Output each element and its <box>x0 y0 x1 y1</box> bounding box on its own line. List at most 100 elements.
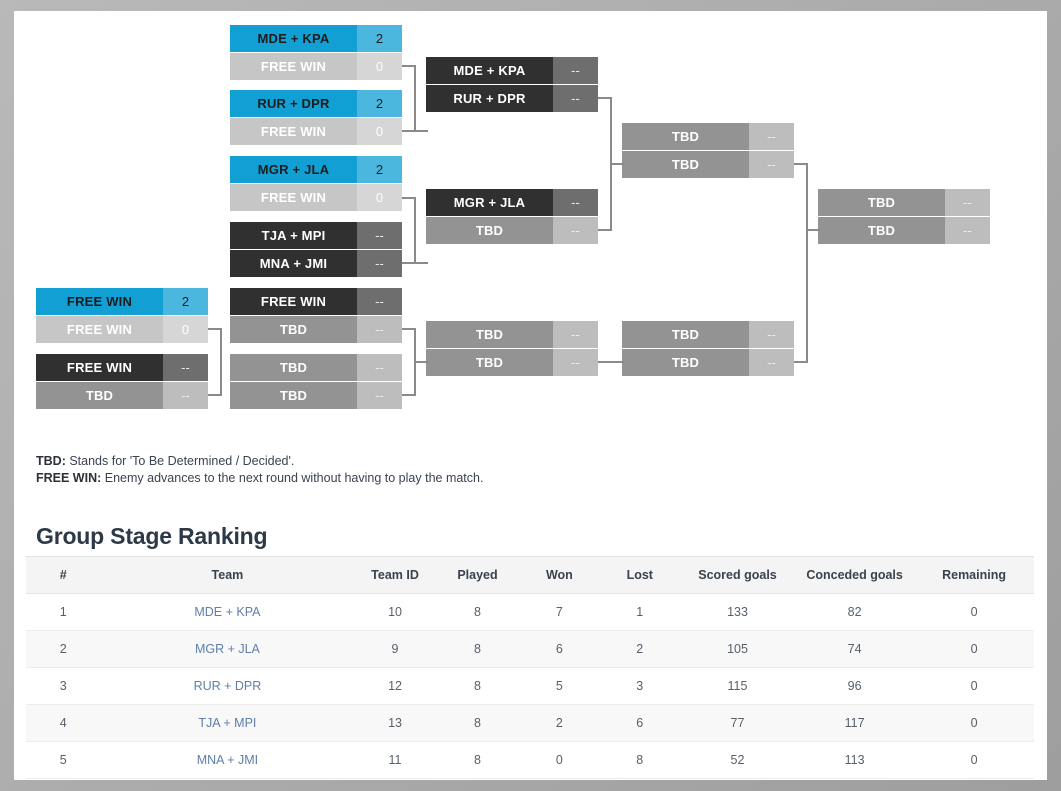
row-separator <box>230 381 402 382</box>
column-header-remaining[interactable]: Remaining <box>914 556 1034 594</box>
team-link[interactable]: TJA + MPI <box>198 716 257 730</box>
team-name: TBD <box>230 382 357 409</box>
bracket-row[interactable]: FREE WIN 0 <box>230 53 402 80</box>
bracket-row[interactable]: TBD -- <box>622 123 794 150</box>
connector <box>414 361 428 363</box>
cell-team-id: 12 <box>354 667 436 705</box>
legend-tbd-label: TBD: <box>36 454 66 468</box>
match-r2-1[interactable]: MDE + KPA -- RUR + DPR -- <box>426 57 598 112</box>
bracket-row[interactable]: FREE WIN -- <box>36 354 208 381</box>
connector <box>208 328 222 330</box>
bracket-row[interactable]: MNA + JMI -- <box>230 250 402 277</box>
match-final[interactable]: TBD -- TBD -- <box>818 189 990 244</box>
cell-played: 8 <box>435 593 520 631</box>
bracket-row[interactable]: TBD -- <box>426 321 598 348</box>
row-separator <box>36 315 208 316</box>
team-name: MNA + JMI <box>230 250 357 277</box>
connector <box>610 163 624 165</box>
team-score: -- <box>945 217 990 244</box>
bracket-row[interactable]: FREE WIN 2 <box>36 288 208 315</box>
team-link[interactable]: RUR + DPR <box>193 679 262 693</box>
cell-scored: 115 <box>679 667 796 705</box>
cell-team-id: 11 <box>354 741 436 779</box>
bracket-row[interactable]: RUR + DPR 2 <box>230 90 402 117</box>
bracket-row[interactable]: TBD -- <box>426 349 598 376</box>
cell-remaining: 0 <box>914 741 1034 779</box>
bracket-row[interactable]: FREE WIN 0 <box>36 316 208 343</box>
team-name: TBD <box>622 349 749 376</box>
match-r2-3[interactable]: FREE WIN -- TBD -- <box>230 288 402 343</box>
column-header-conceded[interactable]: Conceded goals <box>795 556 915 594</box>
cell-lost: 8 <box>599 741 680 779</box>
team-score: -- <box>357 382 402 409</box>
bracket-row[interactable]: TJA + MPI -- <box>230 222 402 249</box>
bracket-row[interactable]: TBD -- <box>818 189 990 216</box>
bracket-row[interactable]: MDE + KPA 2 <box>230 25 402 52</box>
team-score: 2 <box>357 25 402 52</box>
team-name: TBD <box>818 189 945 216</box>
bracket-legend: TBD: Stands for 'To Be Determined / Deci… <box>36 453 936 487</box>
bracket-row[interactable]: FREE WIN -- <box>230 288 402 315</box>
connector <box>220 328 222 394</box>
team-score: -- <box>357 222 402 249</box>
bracket-row[interactable]: MGR + JLA -- <box>426 189 598 216</box>
bracket-row[interactable]: FREE WIN 0 <box>230 118 402 145</box>
cell-rank: 5 <box>26 741 101 779</box>
team-link[interactable]: MDE + KPA <box>194 605 261 619</box>
bracket-row[interactable]: MGR + JLA 2 <box>230 156 402 183</box>
match-r1-5[interactable]: FREE WIN 2 FREE WIN 0 <box>36 288 208 343</box>
connector <box>402 197 416 199</box>
table-row: 4 TJA + MPI 13 8 2 6 77 117 0 <box>26 704 1034 742</box>
bracket-row[interactable]: FREE WIN 0 <box>230 184 402 211</box>
connector <box>806 163 808 361</box>
column-header-won[interactable]: Won <box>519 556 600 594</box>
table-row: 2 MGR + JLA 9 8 6 2 105 74 0 <box>26 630 1034 668</box>
bracket-row[interactable]: TBD -- <box>230 316 402 343</box>
cell-won: 6 <box>519 630 600 668</box>
team-score: -- <box>357 288 402 315</box>
column-header-rank[interactable]: # <box>26 556 101 594</box>
bracket-row[interactable]: TBD -- <box>622 349 794 376</box>
bracket-row[interactable]: TBD -- <box>426 217 598 244</box>
team-link[interactable]: MGR + JLA <box>194 642 260 656</box>
column-header-team[interactable]: Team <box>100 556 355 594</box>
page-sheet: MDE + KPA 2 FREE WIN 0 RUR + DPR 2 FREE … <box>14 11 1047 780</box>
match-r2-2[interactable]: MGR + JLA -- TBD -- <box>426 189 598 244</box>
team-score: 0 <box>357 184 402 211</box>
match-r3-2[interactable]: TBD -- TBD -- <box>622 321 794 376</box>
team-score: -- <box>553 321 598 348</box>
team-name: FREE WIN <box>36 288 163 315</box>
match-r2-4-winner[interactable]: TBD -- TBD -- <box>426 321 598 376</box>
team-score: -- <box>749 123 794 150</box>
match-r1-3[interactable]: MGR + JLA 2 FREE WIN 0 <box>230 156 402 211</box>
bracket-row[interactable]: RUR + DPR -- <box>426 85 598 112</box>
bracket-row[interactable]: TBD -- <box>622 151 794 178</box>
bracket-row[interactable]: TBD -- <box>230 354 402 381</box>
column-header-lost[interactable]: Lost <box>599 556 680 594</box>
match-r1-2[interactable]: RUR + DPR 2 FREE WIN 0 <box>230 90 402 145</box>
column-header-team-id[interactable]: Team ID <box>354 556 436 594</box>
legend-line-tbd: TBD: Stands for 'To Be Determined / Deci… <box>36 453 936 470</box>
bracket-row[interactable]: TBD -- <box>622 321 794 348</box>
team-score: -- <box>553 85 598 112</box>
team-score: 2 <box>163 288 208 315</box>
bracket-row[interactable]: TBD -- <box>818 217 990 244</box>
bracket-row[interactable]: TBD -- <box>36 382 208 409</box>
match-r1-6[interactable]: FREE WIN -- TBD -- <box>36 354 208 409</box>
team-name: TBD <box>426 321 553 348</box>
cell-remaining: 0 <box>914 593 1034 631</box>
cell-lost: 2 <box>599 630 680 668</box>
team-name: MGR + JLA <box>230 156 357 183</box>
cell-team: MDE + KPA <box>100 593 355 631</box>
match-r1-1[interactable]: MDE + KPA 2 FREE WIN 0 <box>230 25 402 80</box>
column-header-played[interactable]: Played <box>435 556 520 594</box>
bracket-row[interactable]: MDE + KPA -- <box>426 57 598 84</box>
tournament-bracket: MDE + KPA 2 FREE WIN 0 RUR + DPR 2 FREE … <box>14 11 1047 441</box>
match-r3-1[interactable]: TBD -- TBD -- <box>622 123 794 178</box>
bracket-row[interactable]: TBD -- <box>230 382 402 409</box>
column-header-scored[interactable]: Scored goals <box>679 556 796 594</box>
team-link[interactable]: MNA + JMI <box>196 753 259 767</box>
row-separator <box>426 84 598 85</box>
match-r1-4[interactable]: TJA + MPI -- MNA + JMI -- <box>230 222 402 277</box>
match-r2-4[interactable]: TBD -- TBD -- <box>230 354 402 409</box>
